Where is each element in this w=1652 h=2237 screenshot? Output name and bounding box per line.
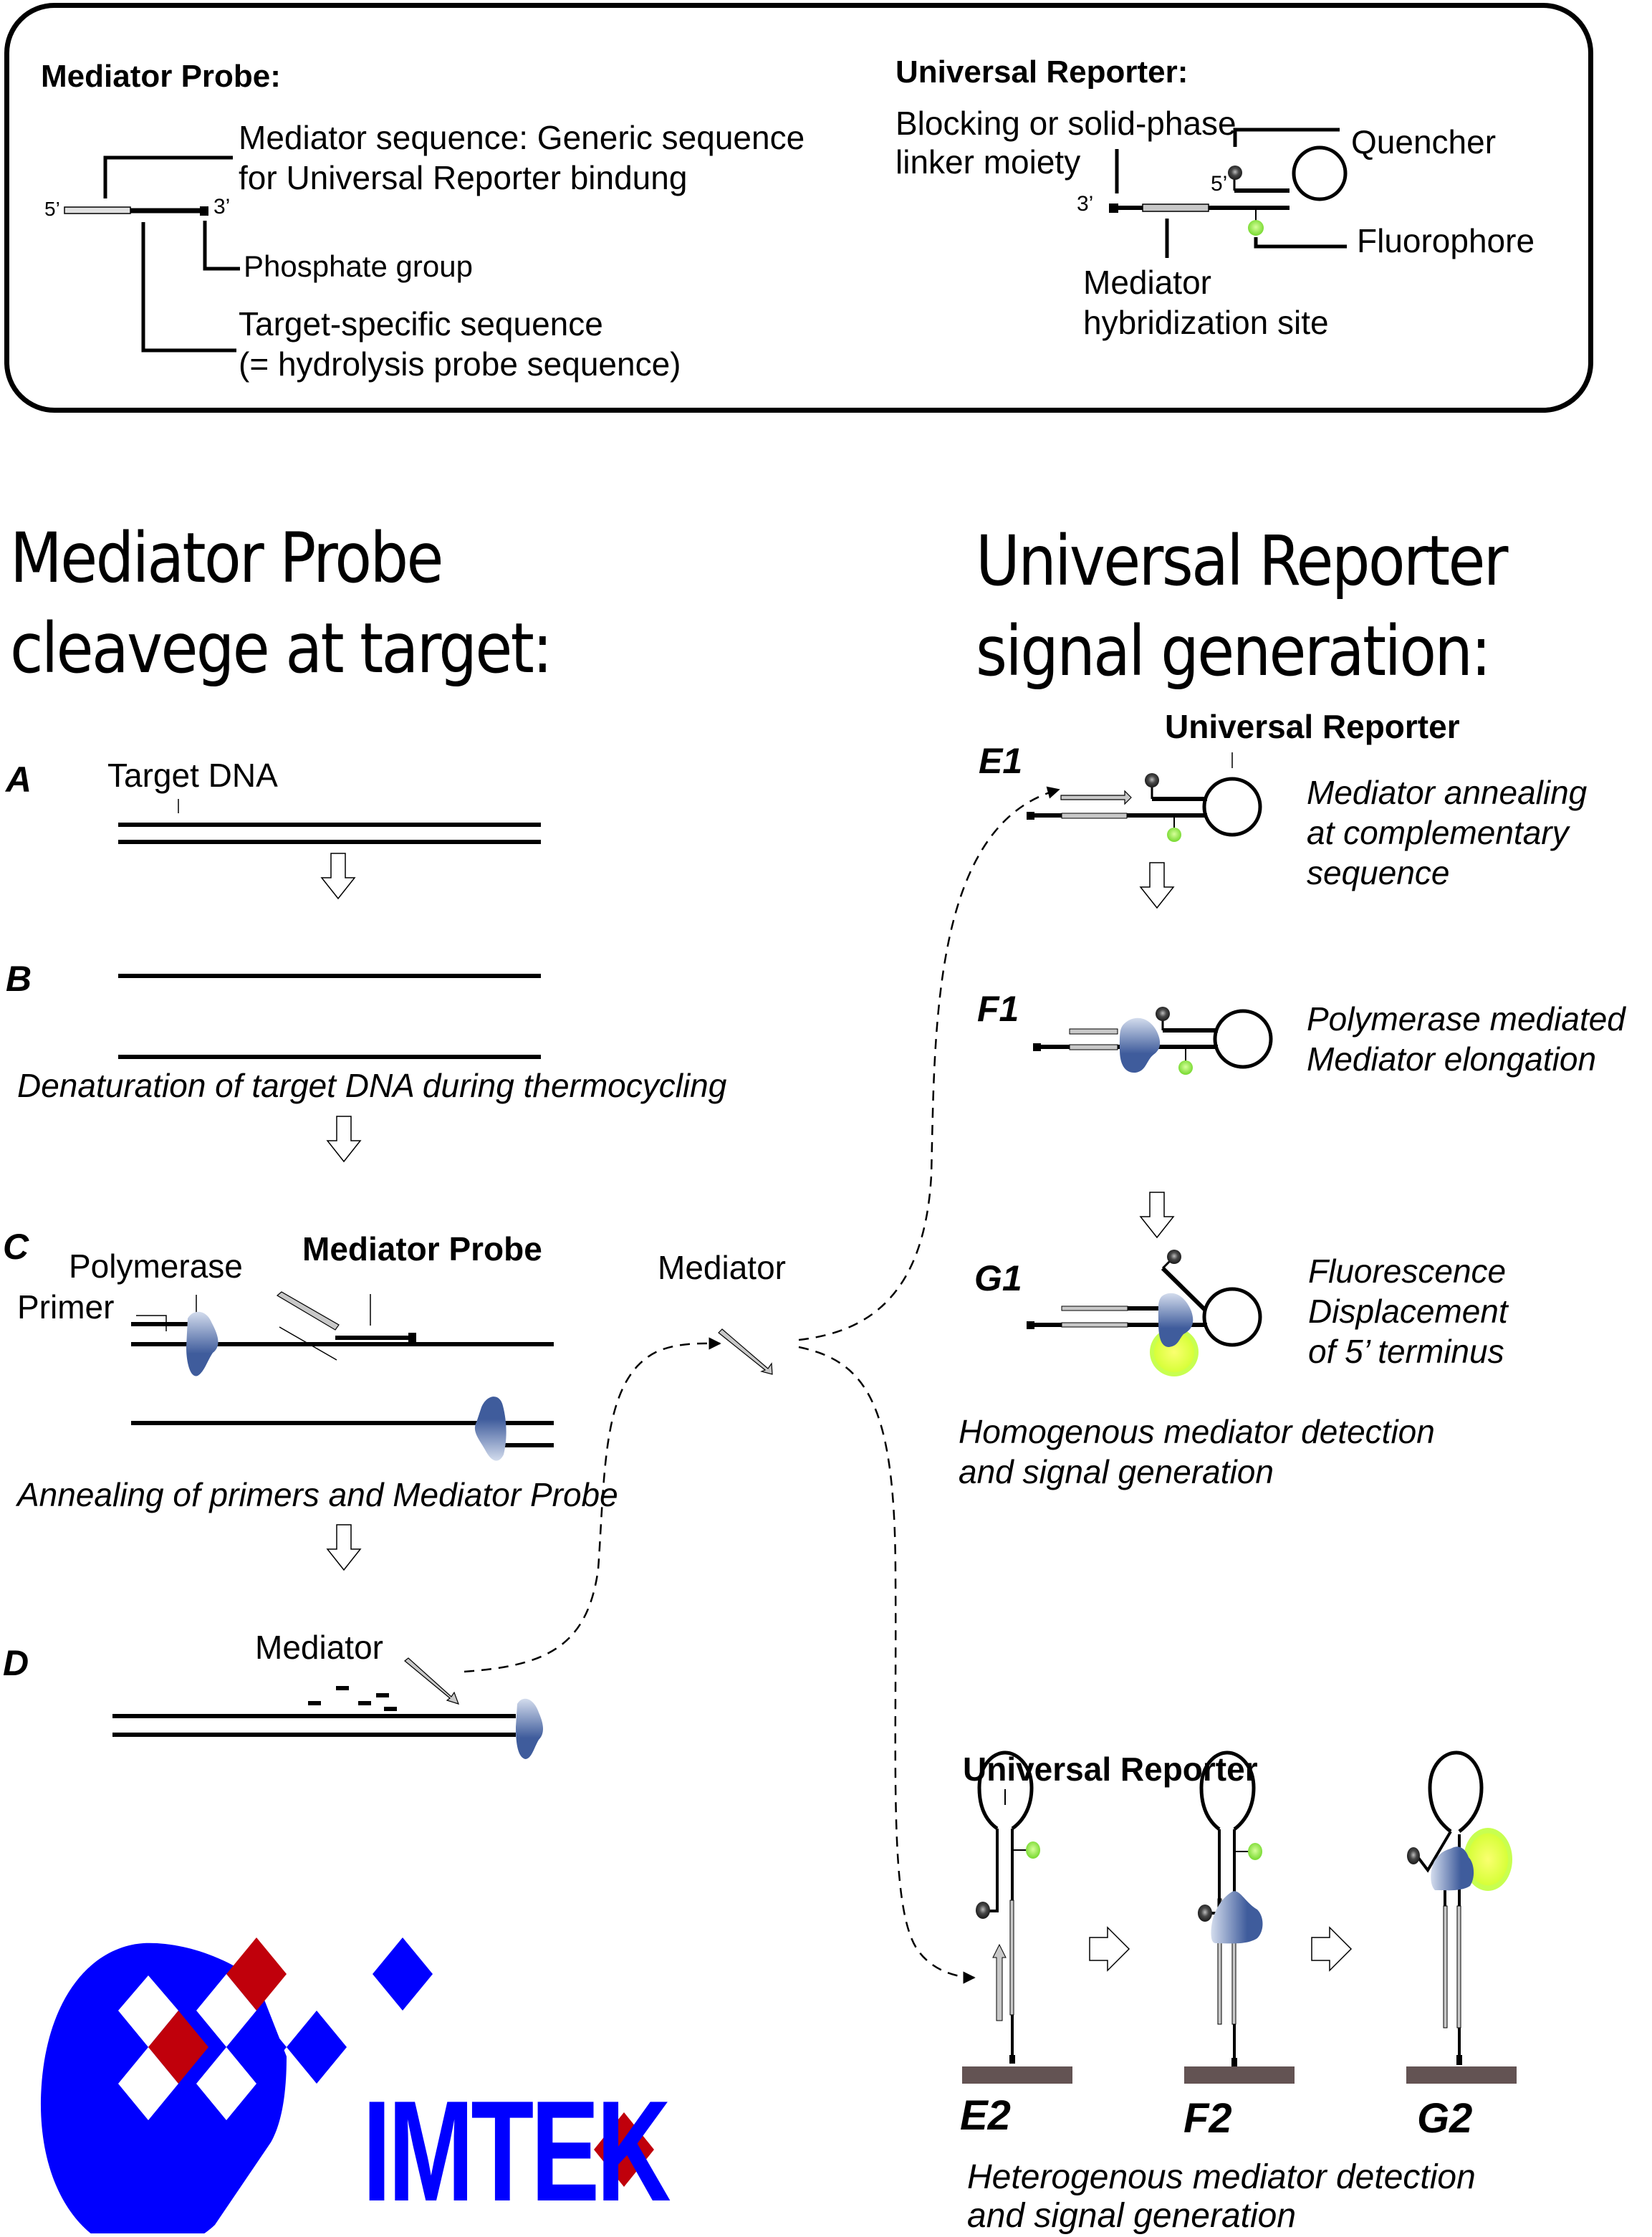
mediator-label-d: Mediator <box>255 1629 383 1666</box>
e1-caption-line2: at complementary <box>1307 814 1569 851</box>
legend-target-specific-line1: Target-specific sequence <box>239 305 603 343</box>
cleaved-probe-diagram <box>112 1657 543 1759</box>
step-g2-label: G2 <box>1417 2095 1473 2142</box>
legend-hybridization-line1: Mediator <box>1083 264 1211 301</box>
mediator-arrow-icon <box>718 1328 773 1375</box>
step-g1-label: G1 <box>974 1258 1022 1298</box>
legend-mediator-probe-molecule <box>64 155 240 353</box>
left-heading-line2: cleavege at target: <box>10 608 553 689</box>
polymerase-icon <box>474 1397 506 1461</box>
mediator-label-c: Mediator <box>658 1249 786 1286</box>
imtek-logo-graphic <box>40 1937 654 2233</box>
down-arrow-icon <box>326 1116 362 1163</box>
reporter-e2 <box>962 1750 1072 2084</box>
right-heading-line1: Universal Reporter <box>976 521 1509 601</box>
right-arrow-icon <box>1089 1926 1130 1972</box>
legend-fluorophore-label: Fluorophore <box>1357 222 1535 259</box>
step-e2-label: E2 <box>960 2092 1011 2139</box>
flow-dashed-paths <box>464 786 1060 1984</box>
down-arrow-icon <box>1139 862 1175 909</box>
g1-caption-line2: Displacement <box>1308 1293 1508 1330</box>
universal-reporter-label-bottom: Universal Reporter <box>963 1750 1258 1788</box>
polymerase-icon <box>186 1311 218 1376</box>
legend-panel <box>4 3 1593 413</box>
polymerase-icon <box>1431 1846 1474 1891</box>
heterogenous-caption-line1: Heterogenous mediator detection <box>967 2158 1476 2196</box>
down-arrow-icon <box>326 1524 362 1571</box>
reporter-pointer-line <box>1004 1789 1006 1805</box>
legend-universal-reporter-title: Universal Reporter: <box>895 54 1188 90</box>
down-arrow-icon <box>1139 1192 1175 1239</box>
legend-mediator-sequence-line2: for Universal Reporter bindung <box>239 159 688 196</box>
e1-caption-line1: Mediator annealing <box>1307 774 1588 811</box>
e1-caption-line3: sequence <box>1307 854 1450 891</box>
down-arrow-icon <box>320 853 356 900</box>
homogenous-caption-line1: Homogenous mediator detection <box>959 1413 1435 1450</box>
legend-mediator-sequence-line1: Mediator sequence: Generic sequence <box>239 119 805 156</box>
mediator-probe-label: Mediator Probe <box>302 1230 542 1268</box>
denatured-dna-strands <box>118 974 541 1059</box>
legend-mediator-probe-title: Mediator Probe: <box>41 59 281 94</box>
reporter-g2 <box>1406 1750 1517 2084</box>
polymerase-label: Polymerase <box>69 1247 243 1285</box>
imtek-logo-text: IMTEK <box>362 2071 671 2231</box>
target-dna-double-strand <box>118 799 541 844</box>
step-e1-label: E1 <box>979 741 1023 781</box>
mediator-arrow-icon <box>404 1657 459 1705</box>
left-heading-line1: Mediator Probe <box>10 518 443 598</box>
step-c-label: C <box>3 1227 29 1267</box>
heterogenous-caption-line2: and signal generation <box>967 2197 1297 2235</box>
f1-caption-line1: Polymerase mediated <box>1307 1000 1625 1038</box>
step-f2-label: F2 <box>1183 2095 1232 2142</box>
legend-ur-5prime-label: 5’ <box>1211 172 1228 196</box>
right-arrow-icon <box>1311 1926 1353 1972</box>
legend-universal-reporter-molecule <box>1109 128 1348 258</box>
f1-caption-line2: Mediator elongation <box>1307 1040 1597 1078</box>
primer-label: Primer <box>17 1288 115 1326</box>
annealing-caption: Annealing of primers and Mediator Probe <box>17 1476 618 1513</box>
right-heading-line2: signal generation: <box>976 611 1492 691</box>
legend-5prime-label: 5’ <box>44 198 60 220</box>
step-d-label: D <box>3 1643 29 1683</box>
reporter-f2 <box>1184 1750 1295 2084</box>
legend-hybridization-line2: hybridization site <box>1083 304 1329 341</box>
reporter-f1 <box>1033 1007 1273 1075</box>
reporter-g1 <box>1027 1250 1262 1376</box>
legend-target-specific-line2: (= hydrolysis probe sequence) <box>239 345 681 383</box>
polymerase-icon <box>1211 1891 1263 1944</box>
legend-blocking-line2: linker moiety <box>895 143 1081 181</box>
g1-caption-line1: Fluorescence <box>1308 1252 1507 1290</box>
universal-reporter-label-top: Universal Reporter <box>1165 708 1460 745</box>
legend-3prime-label: 3’ <box>213 195 231 219</box>
polymerase-icon <box>516 1698 543 1759</box>
step-f1-label: F1 <box>977 989 1019 1029</box>
legend-blocking-line1: Blocking or solid-phase <box>895 105 1236 142</box>
reporter-e1 <box>1027 752 1262 842</box>
legend-quencher-label: Quencher <box>1351 123 1497 161</box>
legend-phosphate-label: Phosphate group <box>244 249 473 283</box>
annealing-diagram <box>131 1291 773 1461</box>
g1-caption-line3: of 5’ terminus <box>1308 1333 1504 1370</box>
target-dna-label: Target DNA <box>107 757 278 794</box>
polymerase-icon <box>1158 1293 1194 1347</box>
legend-ur-3prime-label: 3’ <box>1077 192 1094 216</box>
polymerase-icon <box>1119 1017 1161 1073</box>
homogenous-caption-line2: and signal generation <box>959 1453 1274 1490</box>
denaturation-caption: Denaturation of target DNA during thermo… <box>17 1067 727 1104</box>
step-a-label: A <box>6 760 32 800</box>
step-b-label: B <box>6 959 32 999</box>
